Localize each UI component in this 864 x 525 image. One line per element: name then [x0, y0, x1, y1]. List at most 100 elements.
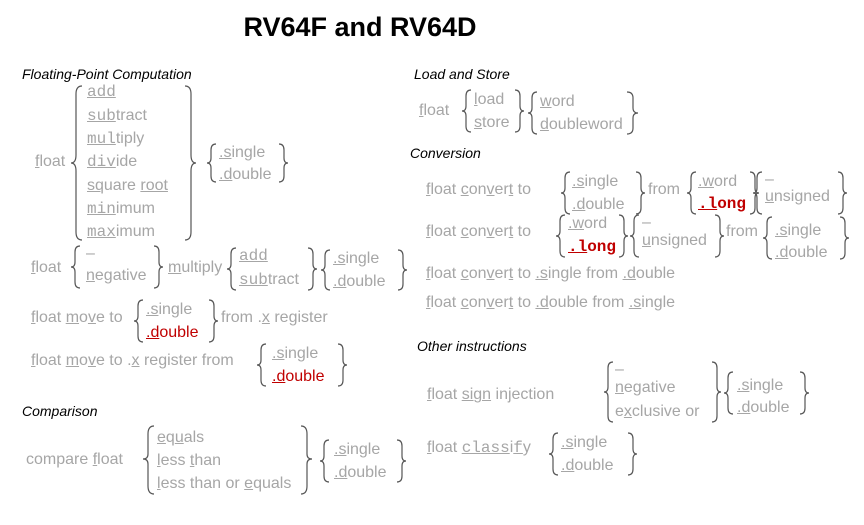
conv1-int-right-brace: [749, 171, 760, 215]
conv2-size-double: .double: [775, 244, 828, 261]
heading-load-store: Load and Store: [414, 66, 510, 82]
conv1-from: from: [648, 181, 680, 198]
fused-multiply: multiply: [168, 259, 223, 276]
compare-less-than: less than: [157, 452, 222, 469]
sign-inj-size-left-brace: [723, 371, 734, 415]
fused-add: add: [239, 247, 268, 265]
fp-size-single: .single: [219, 144, 266, 161]
fp-op-minimum: minimum: [87, 200, 155, 218]
sign-inj-size-single: .single: [737, 377, 784, 394]
fused-op-left-brace: [226, 247, 237, 291]
conv2-sign-dash: –: [642, 214, 651, 231]
fused-neg-dash: –: [86, 245, 95, 262]
conv2-int-left-brace: [555, 214, 566, 258]
compare-float-label: compare float: [26, 451, 123, 468]
fused-float-label: float: [31, 259, 62, 276]
ls-width-left-brace: [527, 91, 538, 135]
ls-op-left-brace: [461, 89, 472, 133]
conv1-size-right-brace: [635, 171, 646, 215]
sign-inj-negative: negative: [615, 379, 676, 396]
compare-size-double: .double: [334, 464, 387, 481]
fp-size-double: .double: [219, 166, 272, 183]
fp-op-multiply: multiply: [87, 130, 145, 148]
ls-store: store: [474, 114, 510, 131]
conv1-int-word: .word: [698, 173, 738, 190]
move-from-rest: from .x register: [221, 309, 328, 326]
fused-neg-left-brace: [70, 245, 81, 289]
move-to-size-double: .double: [272, 368, 325, 385]
sign-inj-size-right-brace: [799, 371, 810, 415]
classify-left-brace: [548, 432, 559, 476]
fused-size-single: .single: [333, 250, 380, 267]
conv1-int-long: .long: [698, 195, 747, 213]
conv3: float convert to .single from .double: [426, 265, 676, 282]
ls-word: word: [540, 93, 575, 110]
fp-size-right-brace: [278, 143, 289, 183]
classify-right-brace: [627, 432, 638, 476]
ls-load: load: [474, 91, 505, 108]
move-to-left-brace: [256, 343, 267, 387]
sign-inj-dash: –: [615, 361, 624, 378]
conv2-size-left-brace: [762, 216, 773, 260]
move-from-size-double: .double: [146, 324, 199, 341]
move-from-right-brace: [208, 299, 219, 343]
fp-size-left-brace: [206, 143, 217, 183]
move-from-left-brace: [133, 299, 144, 343]
conv2-int-word: .word: [568, 215, 608, 232]
compare-size-left-brace: [319, 439, 330, 483]
compare-equals: equals: [157, 429, 205, 446]
compare-left-brace: [142, 425, 155, 495]
classify-size-double: .double: [561, 457, 614, 474]
ls-float-label: float: [419, 102, 450, 119]
heading-conversion: Conversion: [410, 145, 481, 161]
sign-inj-right-brace: [711, 361, 722, 423]
fp-ops-right-brace: [184, 85, 197, 241]
conv1-sign-unsigned: unsigned: [765, 188, 830, 205]
fp-op-square-root: square root: [87, 177, 168, 194]
fused-size-right-brace: [397, 249, 408, 291]
conv2-size-right-brace: [839, 216, 850, 260]
conv4: float convert to .double from .single: [426, 294, 676, 311]
conv2-from: from: [726, 223, 758, 240]
fused-size-left-brace: [320, 249, 331, 291]
fused-size-double: .double: [333, 273, 386, 290]
conv2-int-long: .long: [568, 238, 617, 256]
conv2-size-single: .single: [775, 222, 822, 239]
ls-width-right-brace: [626, 91, 639, 135]
move-to-right-brace: [337, 343, 348, 387]
fp-op-add: add: [87, 83, 116, 101]
sign-inj-exclusive-or: exclusive or: [615, 403, 700, 420]
compare-size-single: .single: [334, 441, 381, 458]
heading-fp-computation: Floating-Point Computation: [22, 66, 192, 82]
fused-negative: negative: [86, 267, 147, 284]
fp-op-subtract: subtract: [87, 107, 147, 125]
ls-op-right-brace: [514, 89, 525, 133]
move-from-size-single: .single: [146, 301, 193, 318]
fp-ops-left-brace: [70, 85, 83, 241]
fused-op-right-brace: [307, 247, 318, 291]
fp-op-maximum: maximum: [87, 223, 155, 241]
conv1-size-left-brace: [560, 171, 571, 215]
heading-other-instructions: Other instructions: [417, 338, 527, 354]
conv1-sign-left-brace: [752, 171, 763, 215]
conv1-prefix: float convert to: [426, 181, 531, 198]
conv1-size-double: .double: [572, 196, 625, 213]
fused-subtract: subtract: [239, 271, 299, 289]
conv1-sign-right-brace: [837, 171, 848, 215]
fp-float-label: float: [35, 153, 66, 170]
conv2-prefix: float convert to: [426, 223, 531, 240]
fused-neg-right-brace: [153, 245, 164, 289]
sign-inj-prefix: float sign injection: [427, 386, 555, 403]
move-from-float-move-to: float move to: [31, 309, 123, 326]
move-to-size-single: .single: [272, 345, 319, 362]
classify-prefix: float classify: [427, 439, 531, 457]
conv2-sign-right-brace: [714, 214, 725, 258]
conv1-sign-dash: –: [765, 171, 774, 188]
move-to-text: float move to .x register from: [31, 352, 234, 369]
conv2-int-right-brace: [618, 214, 629, 258]
classify-size-single: .single: [561, 434, 608, 451]
heading-comparison: Comparison: [22, 403, 98, 419]
conv1-int-left-brace: [686, 171, 697, 215]
compare-less-than-or-equals: less than or equals: [157, 475, 292, 492]
sign-inj-left-brace: [603, 361, 614, 423]
